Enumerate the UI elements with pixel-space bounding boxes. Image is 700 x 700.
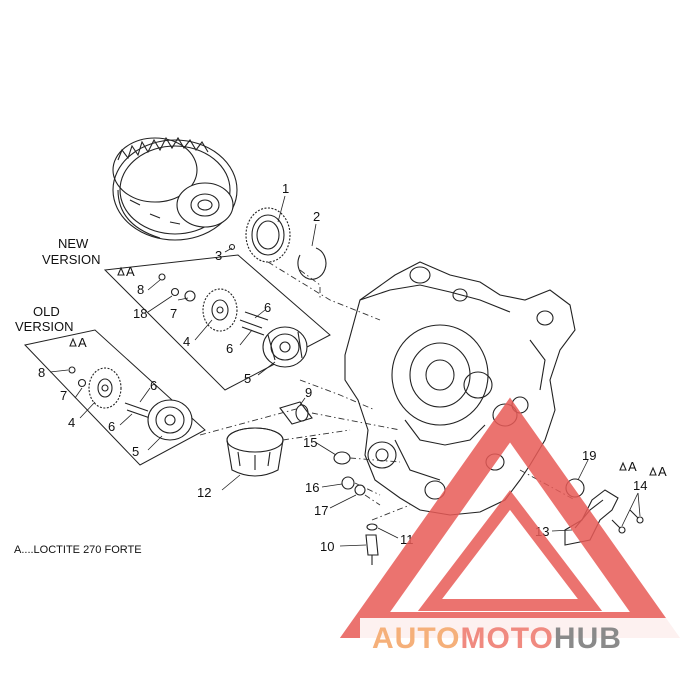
pin-part-3 <box>228 243 236 251</box>
callout-19: 19 <box>582 448 596 463</box>
marker-a-old: A <box>78 335 87 350</box>
oil-filter-part-12 <box>226 427 284 477</box>
loctite-markers <box>69 266 657 476</box>
callout-10: 10 <box>320 539 334 554</box>
callout-6-new-b: 6 <box>226 341 233 356</box>
watermark <box>339 397 690 658</box>
circlip-part-2 <box>297 247 327 280</box>
callout-17: 17 <box>314 503 328 518</box>
old-version-parts <box>68 366 193 441</box>
callout-12: 12 <box>197 485 211 500</box>
callout-8-new: 8 <box>137 282 144 297</box>
watermark-triangle-inner-icon <box>417 490 603 611</box>
callouts: 1 2 3 8 18 7 4 6 6 5 8 7 4 6 6 5 9 15 16… <box>38 181 647 554</box>
callout-7-new: 7 <box>170 306 177 321</box>
leader-lines <box>49 195 641 547</box>
small-parts-15-16-17 <box>333 451 366 496</box>
watermark-text: AUTOMOTOHUB <box>372 622 622 655</box>
new-version-frame <box>103 254 331 391</box>
callout-1: 1 <box>282 181 289 196</box>
old-version-label: OLD VERSION <box>15 304 74 334</box>
gear-part-1 <box>245 207 291 263</box>
callout-18: 18 <box>133 306 147 321</box>
callout-9: 9 <box>305 385 312 400</box>
callout-8-old: 8 <box>38 365 45 380</box>
old-version-frame <box>24 329 206 466</box>
callout-14: 14 <box>633 478 647 493</box>
callout-16: 16 <box>305 480 319 495</box>
callout-2: 2 <box>313 209 320 224</box>
callout-4-new: 4 <box>183 334 190 349</box>
callout-3: 3 <box>215 248 222 263</box>
callout-6-new-a: 6 <box>264 300 271 315</box>
new-version-label: NEW VERSION <box>42 236 101 267</box>
callout-7-old: 7 <box>60 388 67 403</box>
marker-a-right-1: A <box>628 459 637 474</box>
callout-5-old: 5 <box>132 444 139 459</box>
loctite-note: A....LOCTITE 270 FORTE <box>14 544 142 556</box>
assembly-lines <box>199 261 576 521</box>
callout-6-old-b: 6 <box>108 419 115 434</box>
callout-15: 15 <box>303 435 317 450</box>
marker-a-new: A <box>126 264 135 279</box>
clutch-basket <box>112 136 238 241</box>
callout-5-new: 5 <box>244 371 251 386</box>
callout-6-old-a: 6 <box>150 378 157 393</box>
callout-4-old: 4 <box>68 415 75 430</box>
tube-part-9 <box>279 401 313 425</box>
sensor-part-10-11 <box>365 523 379 565</box>
marker-a-right-2: A <box>658 464 667 479</box>
